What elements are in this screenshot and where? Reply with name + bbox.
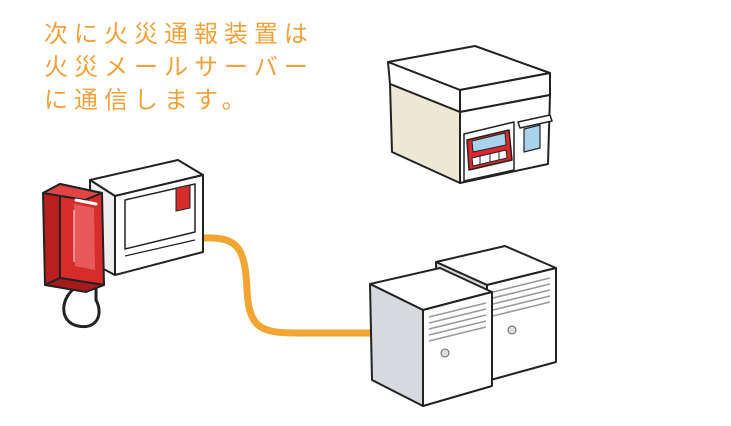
handset-cord	[62, 284, 101, 329]
caption-line-3: に通信します。	[44, 86, 252, 114]
fire-station-icon	[387, 45, 553, 184]
caption-text: 次に火災通報装置は 火災メールサーバー に通信します。	[44, 18, 314, 117]
fire-alarm-transmitter-icon	[42, 159, 204, 329]
connection-cable	[198, 234, 376, 337]
fire-truck-icon	[466, 129, 513, 171]
server-front	[369, 267, 493, 407]
caption-line-1: 次に火災通報装置は	[44, 20, 314, 48]
caption-line-2: 火災メールサーバー	[44, 53, 314, 81]
mail-server-icon	[369, 245, 557, 407]
handset-icon	[42, 183, 105, 293]
